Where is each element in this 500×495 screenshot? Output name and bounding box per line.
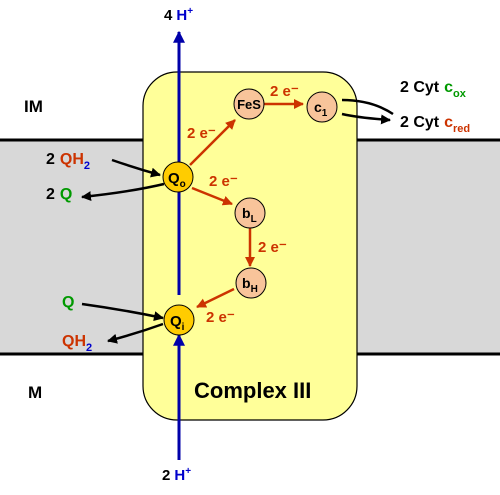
c1-to-cyt-cred-arrow: [341, 112, 391, 125]
qi-to-qh2-arrow: [107, 322, 164, 344]
bh-label: bH: [242, 275, 258, 295]
bh-heme: [235, 267, 267, 299]
qo-site: [162, 161, 194, 193]
im-label: IM: [24, 97, 43, 116]
bl-label: bL: [242, 205, 257, 225]
electron-label-bh-qi: 2 e⁻: [206, 309, 235, 326]
complex-iii-title: Complex III: [194, 378, 311, 403]
electron-arrow-qo-fes: [189, 119, 236, 166]
c1-label: c1: [314, 99, 328, 119]
qi-site-label: Qi: [170, 313, 185, 333]
electron-arrow-qo-bl: [191, 186, 233, 206]
cyt-cox-to-c1-arrow: [341, 98, 394, 116]
bl-heme: [234, 197, 266, 229]
q-to-qi-arrow: [81, 302, 164, 322]
electron-label-fes-c1: 2 e⁻: [270, 83, 299, 100]
q-in-label: Q: [62, 294, 74, 311]
qi-site: [163, 304, 195, 336]
fes-label: FeS: [237, 97, 261, 112]
electron-label-qo-fes: 2 e⁻: [187, 125, 216, 142]
qh2-to-qo-arrow: [111, 158, 161, 178]
qh2-out-label: QH2: [62, 333, 92, 354]
qo-site-label: Qo: [168, 170, 186, 190]
electron-label-qo-bl: 2 e⁻: [209, 173, 238, 190]
m-label: M: [28, 383, 42, 402]
c1-heme: [306, 91, 338, 123]
qo-to-q-arrow: [81, 182, 165, 202]
electron-arrow-bh-qi: [196, 287, 235, 309]
fes-center: [233, 88, 265, 120]
electron-label-bl-bh: 2 e⁻: [258, 239, 287, 256]
